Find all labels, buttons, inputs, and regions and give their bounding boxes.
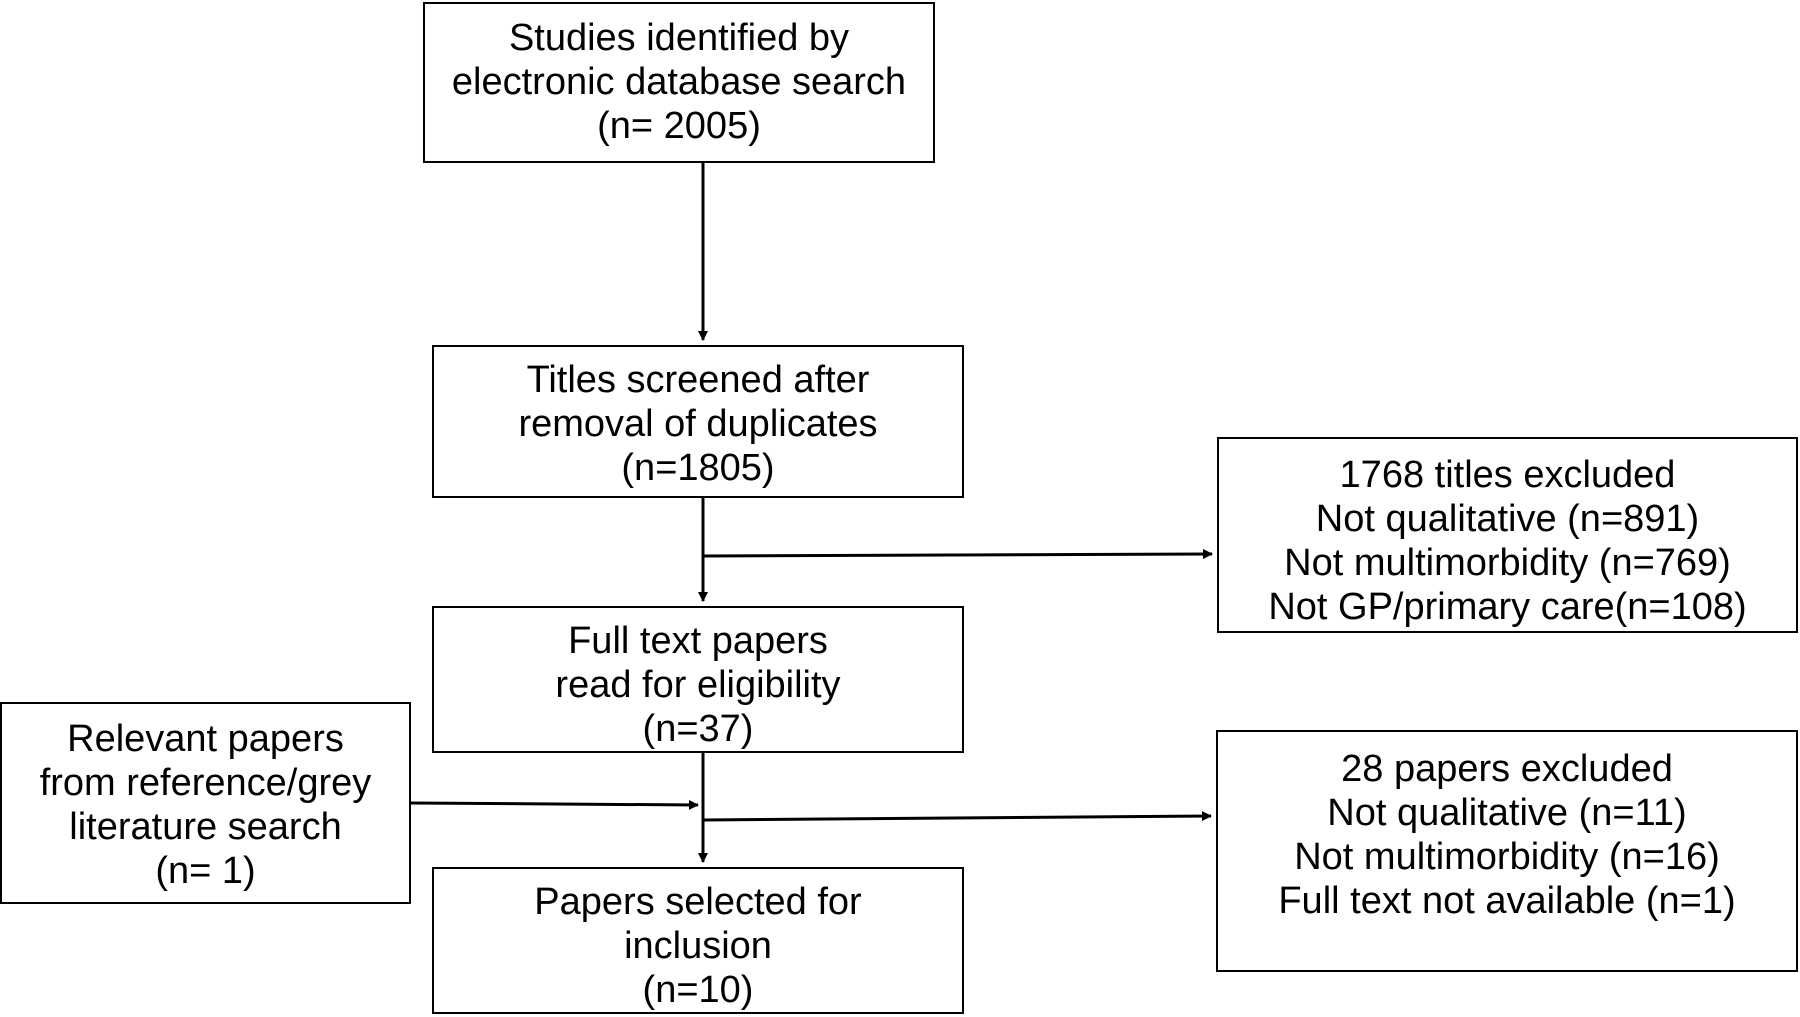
identified-line-3: (n= 2005) xyxy=(597,105,761,147)
fulltext-line-3: (n=37) xyxy=(642,708,754,750)
screened-line-1: Titles screened after xyxy=(526,359,870,401)
titles-excluded-line-1: 1768 titles excluded xyxy=(1339,454,1676,496)
identified-line-2: electronic database search xyxy=(451,61,907,103)
other-sources-line-4: (n= 1) xyxy=(155,850,256,892)
included-line-1: Papers selected for xyxy=(534,881,862,923)
arrow-to-titles-excluded xyxy=(702,549,1213,560)
fulltext-box: Full text papers read for eligibility (n… xyxy=(432,606,964,753)
other-sources-line-2: from reference/grey xyxy=(39,762,372,804)
included-line-2: inclusion xyxy=(624,925,772,967)
papers-excluded-line-4: Full text not available (n=1) xyxy=(1278,880,1736,922)
papers-excluded-line-2: Not qualitative (n=11) xyxy=(1327,792,1687,834)
papers-excluded-line-1: 28 papers excluded xyxy=(1341,748,1673,790)
titles-excluded-line-4: Not GP/primary care(n=108) xyxy=(1268,586,1747,628)
included-line-3: (n=10) xyxy=(642,969,754,1011)
titles-excluded-line-3: Not multimorbidity (n=769) xyxy=(1284,542,1731,584)
screened-line-2: removal of duplicates xyxy=(518,403,878,445)
titles-excluded-box: 1768 titles excluded Not qualitative (n=… xyxy=(1217,437,1798,633)
other-sources-line-3: literature search xyxy=(69,806,342,848)
included-box: Papers selected for inclusion (n=10) xyxy=(432,867,964,1014)
papers-excluded-box: 28 papers excluded Not qualitative (n=11… xyxy=(1216,730,1798,972)
fulltext-line-1: Full text papers xyxy=(568,620,828,662)
identified-box: Studies identified by electronic databas… xyxy=(423,2,935,163)
papers-excluded-line-3: Not multimorbidity (n=16) xyxy=(1294,836,1720,878)
screened-box: Titles screened after removal of duplica… xyxy=(432,345,964,498)
arrow-other-sources-to-flow xyxy=(410,799,699,810)
arrow-to-papers-excluded xyxy=(702,811,1212,822)
other-sources-line-1: Relevant papers xyxy=(67,718,344,760)
identified-line-1: Studies identified by xyxy=(508,17,850,59)
titles-excluded-line-2: Not qualitative (n=891) xyxy=(1315,498,1700,540)
fulltext-line-2: read for eligibility xyxy=(555,664,841,706)
screened-line-3: (n=1805) xyxy=(621,447,775,489)
other-sources-box: Relevant papers from reference/grey lite… xyxy=(0,702,411,904)
